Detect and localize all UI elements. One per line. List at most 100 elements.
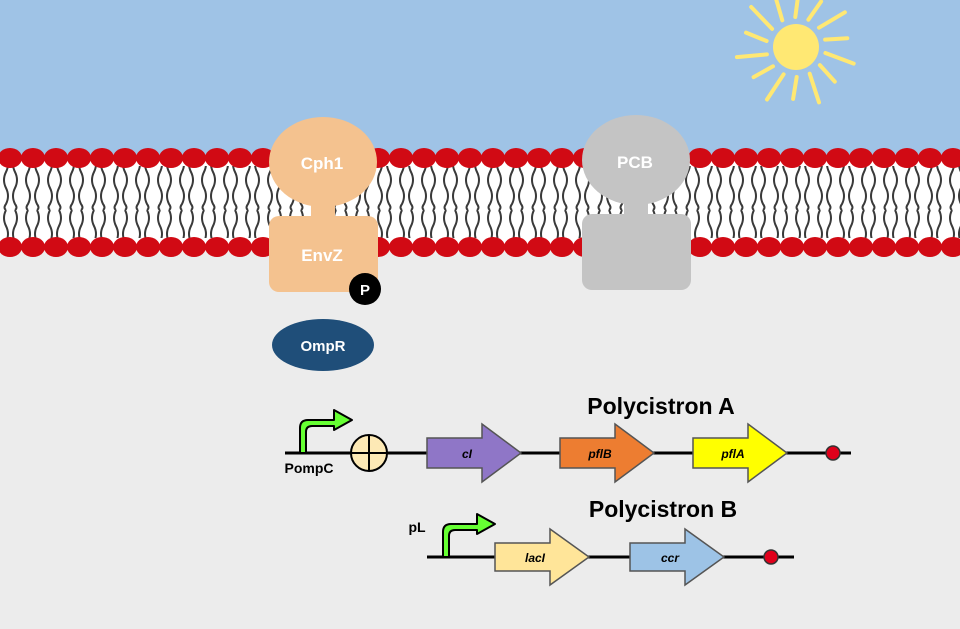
lipid-head <box>44 148 68 168</box>
lipid-head <box>90 237 114 257</box>
sun-ray <box>823 36 850 42</box>
lipid-head <box>941 148 960 168</box>
sun-ray <box>774 0 785 23</box>
lipid-head <box>21 148 45 168</box>
lipid-head <box>412 148 436 168</box>
gene-ci-label: cI <box>462 447 473 461</box>
lipid-tails <box>0 166 960 238</box>
lipid-head <box>527 148 551 168</box>
sun-ray <box>793 0 800 19</box>
lipid-head <box>251 148 275 168</box>
lipid-head <box>757 148 781 168</box>
pcb-receptor: PCB <box>582 115 691 290</box>
sun-ray <box>749 5 775 31</box>
lipid-head <box>159 148 183 168</box>
lipid-head <box>435 237 459 257</box>
lipid-head <box>44 237 68 257</box>
lipid-head <box>113 237 137 257</box>
lipid-head <box>0 237 22 257</box>
lipid-head <box>90 148 114 168</box>
pcb-lower-domain <box>582 214 691 290</box>
cph1-envz-receptor: Cph1 EnvZ P <box>269 117 381 305</box>
lipid-head <box>803 237 827 257</box>
lipid-head <box>389 237 413 257</box>
ompr-protein: OmpR <box>272 319 374 371</box>
lipid-head <box>872 237 896 257</box>
lipid-head <box>481 237 505 257</box>
lipid-head <box>780 237 804 257</box>
lipid-head <box>412 237 436 257</box>
sun-ray <box>823 51 856 66</box>
lipid-head <box>688 237 712 257</box>
polycistron-a: Polycistron A PompC cI pflB pflA <box>285 393 851 484</box>
gene-pflb: pflB <box>559 422 656 484</box>
lipid-head <box>734 148 758 168</box>
sun-ray <box>744 30 769 43</box>
lipid-head <box>757 237 781 257</box>
lipid-head <box>803 148 827 168</box>
lipid-head <box>205 237 229 257</box>
lipid-head <box>21 237 45 257</box>
lipid-head <box>504 148 528 168</box>
lipid-head <box>136 148 160 168</box>
lipid-head <box>826 237 850 257</box>
lipid-head <box>895 148 919 168</box>
lipid-head <box>826 148 850 168</box>
lipid-head <box>228 237 252 257</box>
terminator-icon <box>763 549 779 565</box>
sun-ray <box>791 75 799 101</box>
lipid-head <box>711 237 735 257</box>
lipid-head <box>182 148 206 168</box>
lipid-head <box>389 148 413 168</box>
pcb-label: PCB <box>617 153 653 172</box>
envz-label: EnvZ <box>301 246 343 265</box>
envz-domain <box>269 216 378 292</box>
terminator-icon <box>825 445 841 461</box>
operator-icon <box>350 434 388 472</box>
lipid-head <box>159 237 183 257</box>
lipid-head <box>504 237 528 257</box>
lipid-head <box>941 237 960 257</box>
gene-ci: cI <box>426 422 523 484</box>
lipid-head <box>458 237 482 257</box>
polycistron-b-title: Polycistron B <box>589 496 737 522</box>
promoter-arrow-icon <box>442 513 496 558</box>
gene-laci: lacI <box>494 527 591 587</box>
lipid-head <box>872 148 896 168</box>
sun-ray <box>734 52 769 60</box>
promoter-pompc-label: PompC <box>285 460 334 476</box>
lipid-head <box>550 237 574 257</box>
lipid-head <box>0 148 22 168</box>
sun-ray <box>765 72 786 102</box>
phosphate-label: P <box>360 282 370 299</box>
polycistron-a-title: Polycistron A <box>587 393 734 419</box>
gene-laci-label: lacI <box>525 551 546 565</box>
gene-ccr: ccr <box>629 527 726 587</box>
sun-ray <box>807 71 821 105</box>
cph1-label: Cph1 <box>301 154 344 173</box>
lipid-heads-outer <box>0 148 960 168</box>
lipid-head <box>527 237 551 257</box>
lipid-head <box>481 148 505 168</box>
lipid-head <box>435 148 459 168</box>
lipid-head <box>67 237 91 257</box>
polycistron-b: Polycistron B pL lacI ccr <box>408 496 794 587</box>
sun-ray <box>817 10 847 30</box>
gene-ccr-label: ccr <box>661 551 680 565</box>
lipid-head <box>849 237 873 257</box>
lipid-head <box>113 148 137 168</box>
phosphate-group <box>349 273 381 305</box>
pcb-domain <box>582 115 690 205</box>
lipid-head <box>780 148 804 168</box>
gene-pfla-label: pflA <box>720 447 744 461</box>
lipid-bilayer <box>0 148 960 257</box>
sun-ray <box>817 63 837 84</box>
lipid-head <box>136 237 160 257</box>
lipid-head <box>734 237 758 257</box>
lipid-head <box>458 148 482 168</box>
lipid-head <box>228 148 252 168</box>
lipid-head <box>688 148 712 168</box>
lipid-head <box>711 148 735 168</box>
